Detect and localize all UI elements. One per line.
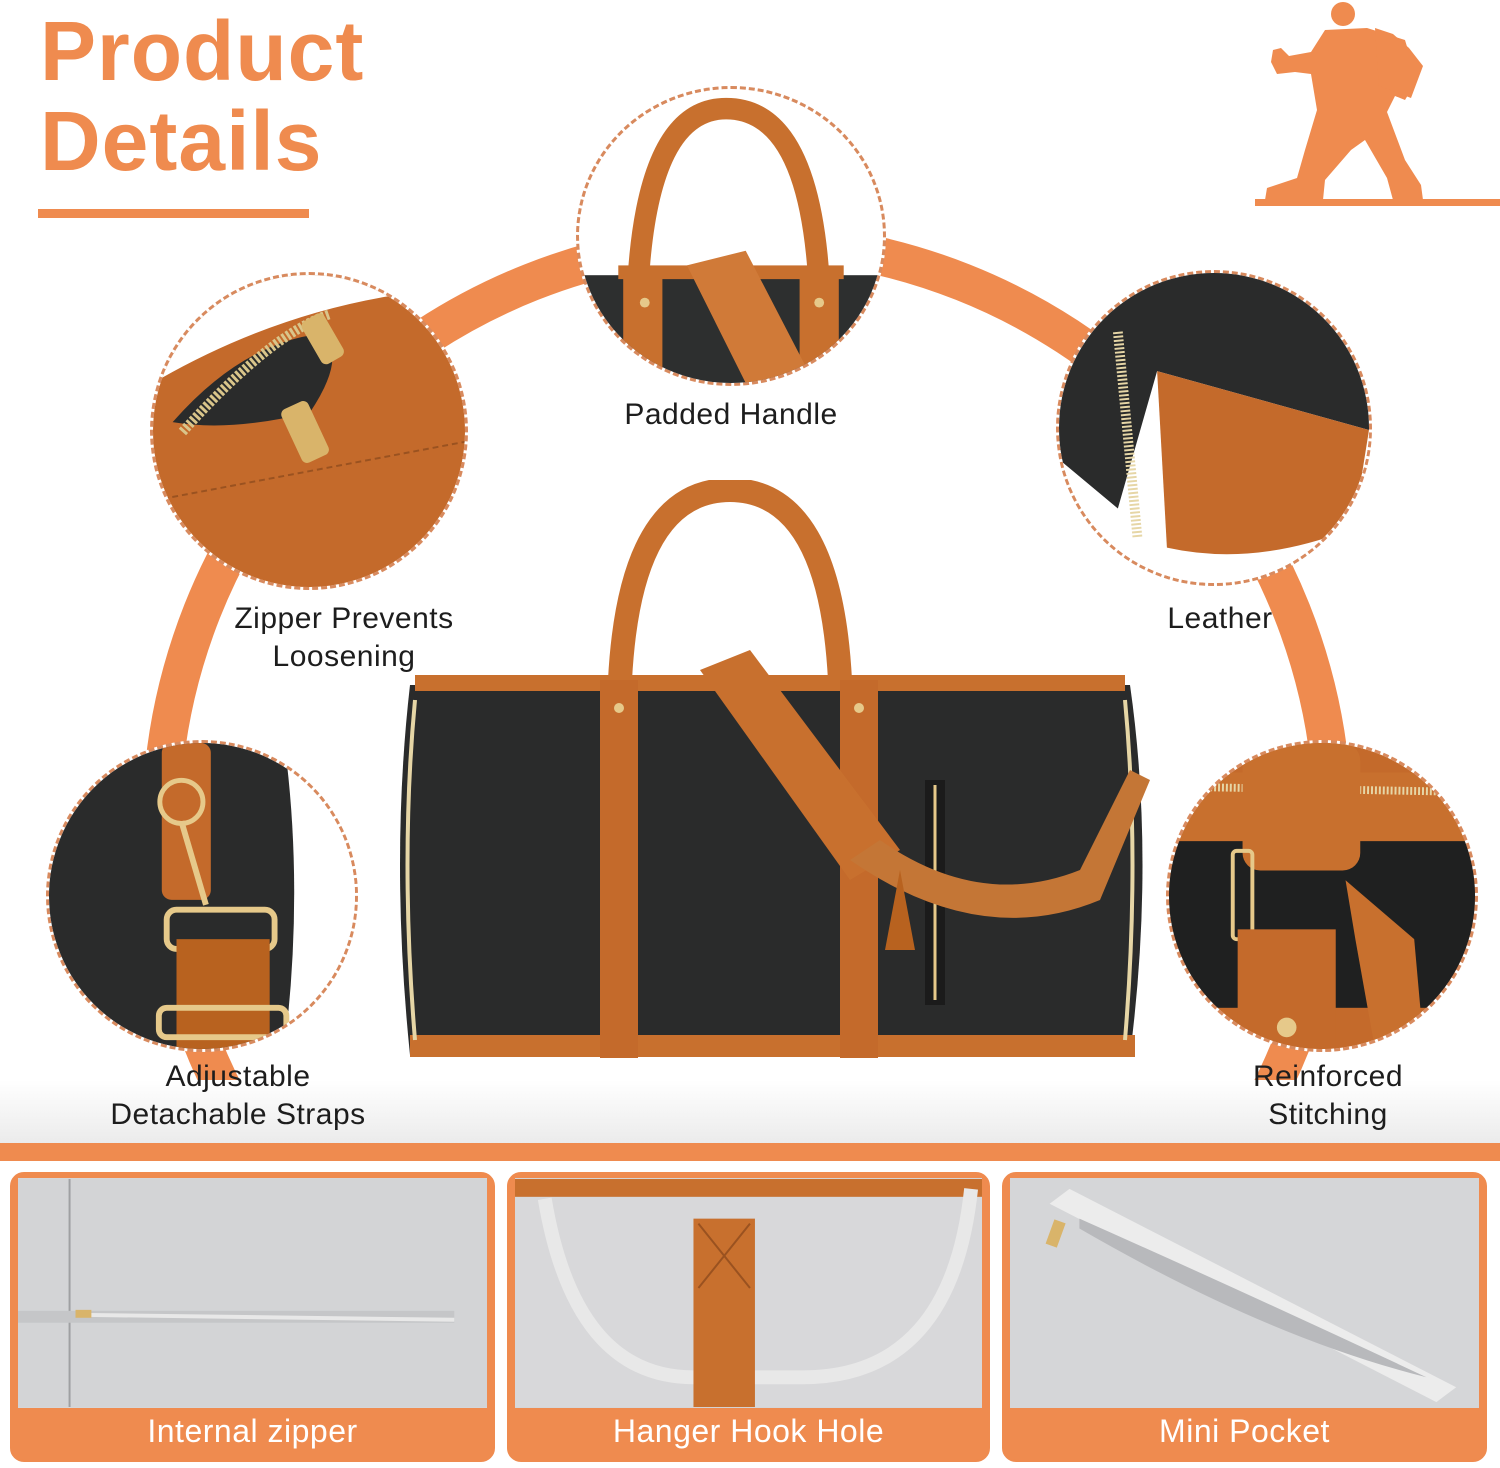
caption-straps-line1: Adjustable	[165, 1060, 311, 1093]
panel-internal-zipper: Internal zipper	[10, 1172, 495, 1462]
caption-zipper: Zipper Prevents Loosening	[214, 600, 474, 676]
duffel-bag-icon	[380, 477, 1170, 1080]
caption-stitching-line1: Reinforced	[1252, 1060, 1404, 1093]
zipper-closeup-icon	[150, 272, 468, 590]
title-line-2: Details	[40, 94, 323, 188]
handle-closeup-icon	[576, 86, 886, 386]
panel-mini-pocket: Mini Pocket	[1002, 1172, 1487, 1462]
caption-padded-handle: Padded Handle	[624, 398, 838, 431]
floor-shadow	[0, 1080, 1500, 1150]
caption-stitching-line2: Stitching	[1268, 1098, 1388, 1131]
internal-zipper-photo	[18, 1178, 487, 1408]
divider-band	[0, 1143, 1500, 1161]
panel-label-hanger-hook-hole: Hanger Hook Hole	[612, 1413, 885, 1449]
caption-zipper-line1: Zipper Prevents	[234, 602, 454, 635]
strap-buckle-closeup-icon	[46, 740, 358, 1052]
caption-stitching: Reinforced Stitching	[1228, 1058, 1428, 1134]
stitching-closeup-icon	[1166, 740, 1478, 1052]
caption-straps-line2: Detachable Straps	[110, 1098, 366, 1131]
panel-label-mini-pocket: Mini Pocket	[1159, 1413, 1330, 1449]
title-underline	[38, 209, 309, 218]
title-line-1: Product	[40, 4, 365, 98]
hanger-hook-hole-photo	[515, 1178, 982, 1408]
mini-pocket-photo	[1010, 1178, 1479, 1408]
caption-leather: Leather	[1167, 602, 1273, 635]
walking-traveler-silhouette-icon	[1255, 0, 1500, 210]
leather-closeup-icon	[1056, 270, 1372, 586]
panel-label-internal-zipper: Internal zipper	[147, 1413, 358, 1449]
page-title: Product Details	[40, 6, 364, 186]
panel-hanger-hook-hole: Hanger Hook Hole	[507, 1172, 990, 1462]
caption-zipper-line2: Loosening	[272, 640, 416, 673]
caption-straps: Adjustable Detachable Straps	[88, 1058, 388, 1134]
